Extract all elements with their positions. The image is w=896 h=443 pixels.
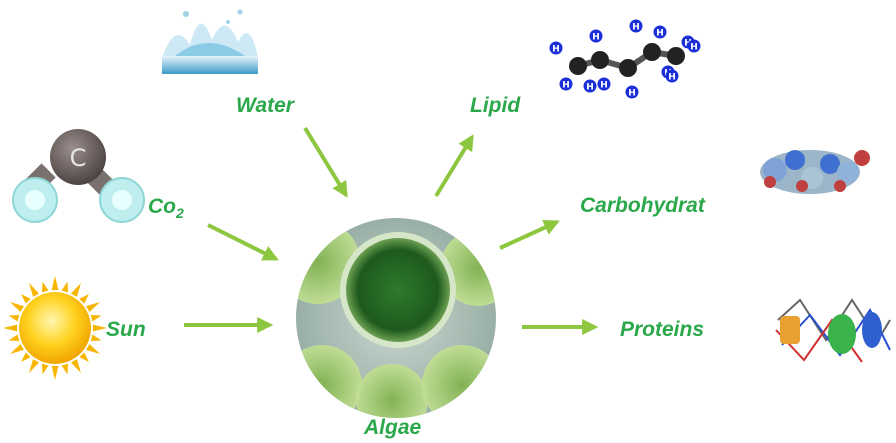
sun-ray [90, 314, 102, 322]
sun-ray [86, 302, 101, 313]
hydrogen-atom: H [687, 39, 701, 53]
svg-text:H: H [586, 83, 594, 93]
label-co2-subscript: 2 [176, 205, 184, 222]
label-co2: Co2 [148, 196, 184, 220]
sun-ray [8, 334, 20, 342]
label-co2-text: Co [148, 195, 176, 218]
svg-text:H: H [632, 23, 640, 33]
svg-text:H: H [628, 89, 636, 99]
hydrogen-atom: H [629, 19, 643, 33]
sun-ray [29, 359, 40, 374]
algae-cell-image [296, 218, 496, 418]
sun-ray [51, 365, 59, 380]
sun-ray [21, 294, 31, 304]
svg-text:H: H [562, 81, 570, 91]
sun-ray [61, 281, 69, 293]
sun-ray [41, 363, 49, 375]
svg-text:H: H [690, 43, 698, 53]
sun-ray [79, 352, 89, 362]
sun-ray [41, 281, 49, 293]
arrow-co2-to-algae [207, 223, 279, 261]
arrow-algae-to-lipid [434, 134, 474, 198]
sun-ray [3, 324, 18, 332]
lipid-molecule-icon: HHHHHHHHHHHH [549, 19, 701, 99]
arrow-water-to-algae [303, 126, 348, 198]
carbon-atom-label: C [70, 144, 87, 172]
svg-text:H: H [592, 33, 600, 43]
carbohydrate-molecule-icon [760, 150, 870, 194]
sun-ray [51, 276, 59, 291]
water-splash-icon [162, 9, 258, 74]
hydrogen-atom: H [589, 29, 603, 43]
svg-text:H: H [552, 45, 560, 55]
hydrogen-atom: H [625, 85, 639, 99]
protein-structure-icon [775, 298, 891, 363]
sun-ray [70, 359, 81, 374]
sun-icon [3, 276, 107, 380]
sun-ray [8, 314, 20, 322]
co2-molecule-icon: C [12, 129, 145, 223]
sun-ray [9, 302, 24, 313]
label-algae: Algae [364, 416, 422, 439]
hydrogen-atom: H [665, 69, 679, 83]
svg-text:H: H [668, 73, 676, 83]
sun-ray [79, 294, 89, 304]
sun-ray [9, 343, 24, 354]
label-carbohydrat: Carbohydrat [580, 194, 705, 217]
label-lipid: Lipid [470, 94, 521, 117]
sun-ray [21, 352, 31, 362]
hydrogen-atom: H [597, 77, 611, 91]
sun-ray [90, 334, 102, 342]
svg-text:H: H [656, 29, 664, 39]
hydrogen-atom: H [583, 79, 597, 93]
hydrogen-atom: H [559, 77, 573, 91]
label-sun: Sun [106, 318, 146, 341]
sun-ray [61, 363, 69, 375]
label-water: Water [236, 94, 294, 117]
label-proteins: Proteins [620, 318, 705, 341]
hydrogen-atom: H [549, 41, 563, 55]
svg-text:H: H [600, 81, 608, 91]
sun-ray [29, 282, 40, 297]
arrow-algae-to-carbohydrat [499, 220, 560, 250]
sun-ray [70, 282, 81, 297]
sun-ray [86, 343, 101, 354]
hydrogen-atom: H [653, 25, 667, 39]
sun-ray [92, 324, 107, 332]
